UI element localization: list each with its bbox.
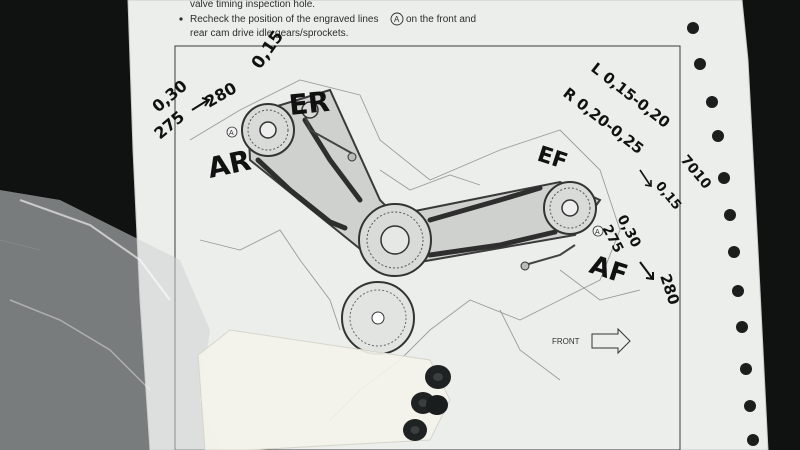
chain-guide-1 (255, 157, 348, 231)
svg-text:A: A (595, 229, 600, 236)
front-label: FRONT (552, 337, 580, 346)
seal-1 (425, 365, 451, 389)
engine-outline (189, 79, 641, 421)
seal-3 (426, 395, 448, 415)
marker-a-printed: A (394, 15, 400, 24)
engraved-marker-front: A (592, 225, 604, 237)
paper-label (197, 329, 451, 450)
tensioner-left (304, 114, 356, 156)
chain-guide-3 (427, 185, 543, 223)
tensioner-right (524, 244, 576, 266)
sprocket-rear-cam (241, 103, 295, 157)
binder-holes (687, 22, 759, 446)
sprocket-front-cam (543, 181, 597, 235)
instruction-line-2b: on the front and (406, 14, 476, 25)
sprocket-rear-idler (301, 101, 319, 119)
sprocket-idle-gear (358, 203, 432, 277)
sprocket-crank (341, 281, 415, 355)
plastic-bag (0, 190, 220, 450)
instruction-line-3: rear cam drive idle gears/sprockets. (190, 28, 348, 39)
diagram-frame (174, 45, 681, 450)
instruction-line-2: Recheck the position of the engraved lin… (190, 14, 378, 25)
chain-guide-2 (302, 117, 363, 203)
front-arrow: FRONT (552, 327, 631, 355)
chain-guide-4 (427, 229, 558, 258)
note-er: ER (287, 85, 331, 122)
svg-text:A: A (229, 130, 234, 137)
engraved-marker-rear: A (226, 126, 238, 138)
instruction-line-1: valve timing inspection hole. (190, 0, 315, 10)
seal-4 (403, 419, 427, 441)
valve-seals (403, 365, 451, 441)
printed-instructions: valve timing inspection hole. Recheck th… (179, 0, 476, 39)
